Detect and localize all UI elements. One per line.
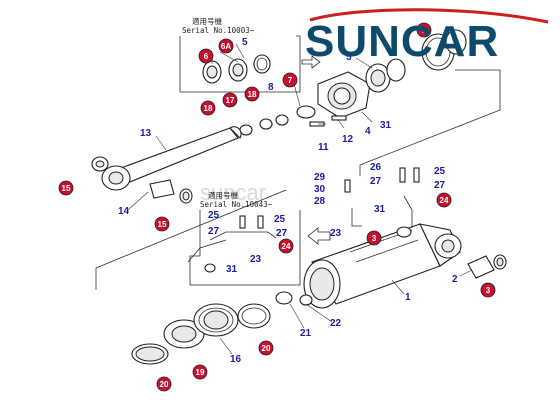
callout-15-b-text: 15 bbox=[158, 220, 167, 229]
callout-3-a: 3 bbox=[366, 230, 382, 246]
label-part-23: 23 bbox=[330, 228, 342, 239]
label-part-22: 22 bbox=[330, 318, 342, 329]
callout-20-b-text: 20 bbox=[262, 344, 271, 353]
logo-text: SUNCAR bbox=[305, 17, 499, 66]
label-part-31-inset: 31 bbox=[226, 264, 238, 275]
piping bbox=[344, 167, 420, 228]
label-part-27-a: 27 bbox=[370, 176, 382, 187]
label-part-12: 12 bbox=[342, 134, 354, 145]
label-part-5-inset: 5 bbox=[242, 37, 248, 48]
label-part-13: 13 bbox=[140, 128, 152, 139]
callout-6a-text: 6A bbox=[221, 42, 231, 51]
label-part-30: 30 bbox=[314, 184, 326, 195]
callout-15-a: 15 bbox=[58, 180, 74, 196]
label-part-4: 4 bbox=[365, 126, 371, 137]
serial-box-bottom-line2: Serial No.10043~ bbox=[200, 200, 273, 209]
callout-7: 7 bbox=[282, 72, 298, 88]
label-part-14: 14 bbox=[118, 206, 130, 217]
label-part-16: 16 bbox=[230, 354, 242, 365]
callout-6a: 6A bbox=[218, 38, 234, 54]
serial-box-bottom: 適用号機 Serial No.10043~ bbox=[187, 190, 301, 286]
label-part-27-b: 27 bbox=[434, 180, 446, 191]
bushing-and-dust-seal bbox=[149, 179, 193, 204]
callout-6: 6 bbox=[198, 48, 214, 64]
label-part-8: 8 bbox=[268, 82, 274, 93]
label-part-11: 11 bbox=[318, 142, 329, 153]
callout-20-b: 20 bbox=[258, 340, 274, 356]
arrow-right-icon bbox=[301, 55, 321, 69]
seal-callouts: 3 3 6 6A 7 9 15 15 bbox=[58, 22, 496, 392]
serial-box-top-line2: Serial No.10003~ bbox=[182, 26, 255, 35]
label-part-5: 5 bbox=[346, 52, 352, 63]
piston-rod bbox=[91, 126, 242, 191]
callout-18-a-text: 18 bbox=[204, 104, 213, 113]
callout-24-b-text: 24 bbox=[282, 242, 291, 251]
label-part-29: 29 bbox=[314, 172, 326, 183]
callout-3-b: 3 bbox=[480, 282, 496, 298]
callout-17: 17 bbox=[222, 92, 238, 108]
part-number-labels: 1 2 4 5 5 8 11 12 13 14 16 21 22 23 23 2… bbox=[118, 37, 458, 365]
label-part-1: 1 bbox=[405, 292, 411, 303]
callout-3-a-text: 3 bbox=[372, 234, 377, 243]
callout-15-a-text: 15 bbox=[62, 184, 71, 193]
serial-box-bottom-line1: 適用号機 bbox=[208, 190, 238, 200]
label-part-27-inset-a: 27 bbox=[208, 226, 220, 237]
cylinder-head-assembly bbox=[239, 29, 501, 176]
serial-box-top: 適用号機 Serial No.10003~ bbox=[179, 16, 301, 93]
callout-17-text: 17 bbox=[226, 96, 235, 105]
callout-15-b: 15 bbox=[154, 216, 170, 232]
label-part-25-inset-b: 25 bbox=[274, 214, 286, 225]
callout-9-text: 9 bbox=[422, 26, 427, 35]
watermark-text: suncar bbox=[200, 180, 266, 205]
label-part-31-b: 31 bbox=[374, 204, 386, 215]
bushing-2 bbox=[467, 254, 507, 279]
callout-3-b-text: 3 bbox=[486, 286, 491, 295]
callout-9: 9 bbox=[416, 22, 432, 38]
callout-24-a-text: 24 bbox=[440, 196, 449, 205]
callout-19: 19 bbox=[192, 364, 208, 380]
callout-24-b: 24 bbox=[278, 238, 294, 254]
label-part-28: 28 bbox=[314, 196, 326, 207]
callout-7-text: 7 bbox=[288, 76, 293, 85]
leader-lines bbox=[127, 43, 473, 355]
callout-20-a-text: 20 bbox=[160, 380, 169, 389]
logo-swoosh-icon bbox=[309, 8, 549, 24]
label-part-31-a: 31 bbox=[380, 120, 392, 131]
callout-20-a: 20 bbox=[156, 376, 172, 392]
callout-18-b: 18 bbox=[244, 86, 260, 102]
callout-6-text: 6 bbox=[204, 52, 209, 61]
label-part-26: 26 bbox=[370, 162, 382, 173]
suncar-logo: SUNCAR bbox=[305, 8, 549, 66]
label-part-27-inset-b: 27 bbox=[276, 228, 288, 239]
callout-18-a: 18 bbox=[200, 100, 216, 116]
serial-box-top-line1: 適用号機 bbox=[192, 16, 222, 26]
callout-19-text: 19 bbox=[196, 368, 205, 377]
label-part-25-inset-a: 25 bbox=[208, 210, 220, 221]
piston-assembly bbox=[95, 189, 313, 365]
label-part-25: 25 bbox=[434, 166, 446, 177]
arrow-left-icon bbox=[307, 227, 331, 245]
label-part-2: 2 bbox=[452, 274, 458, 285]
callout-18-b-text: 18 bbox=[248, 90, 257, 99]
label-part-21: 21 bbox=[300, 328, 312, 339]
callout-24-a: 24 bbox=[436, 192, 452, 208]
label-part-23-inset: 23 bbox=[250, 254, 262, 265]
cylinder-tube bbox=[303, 223, 462, 309]
